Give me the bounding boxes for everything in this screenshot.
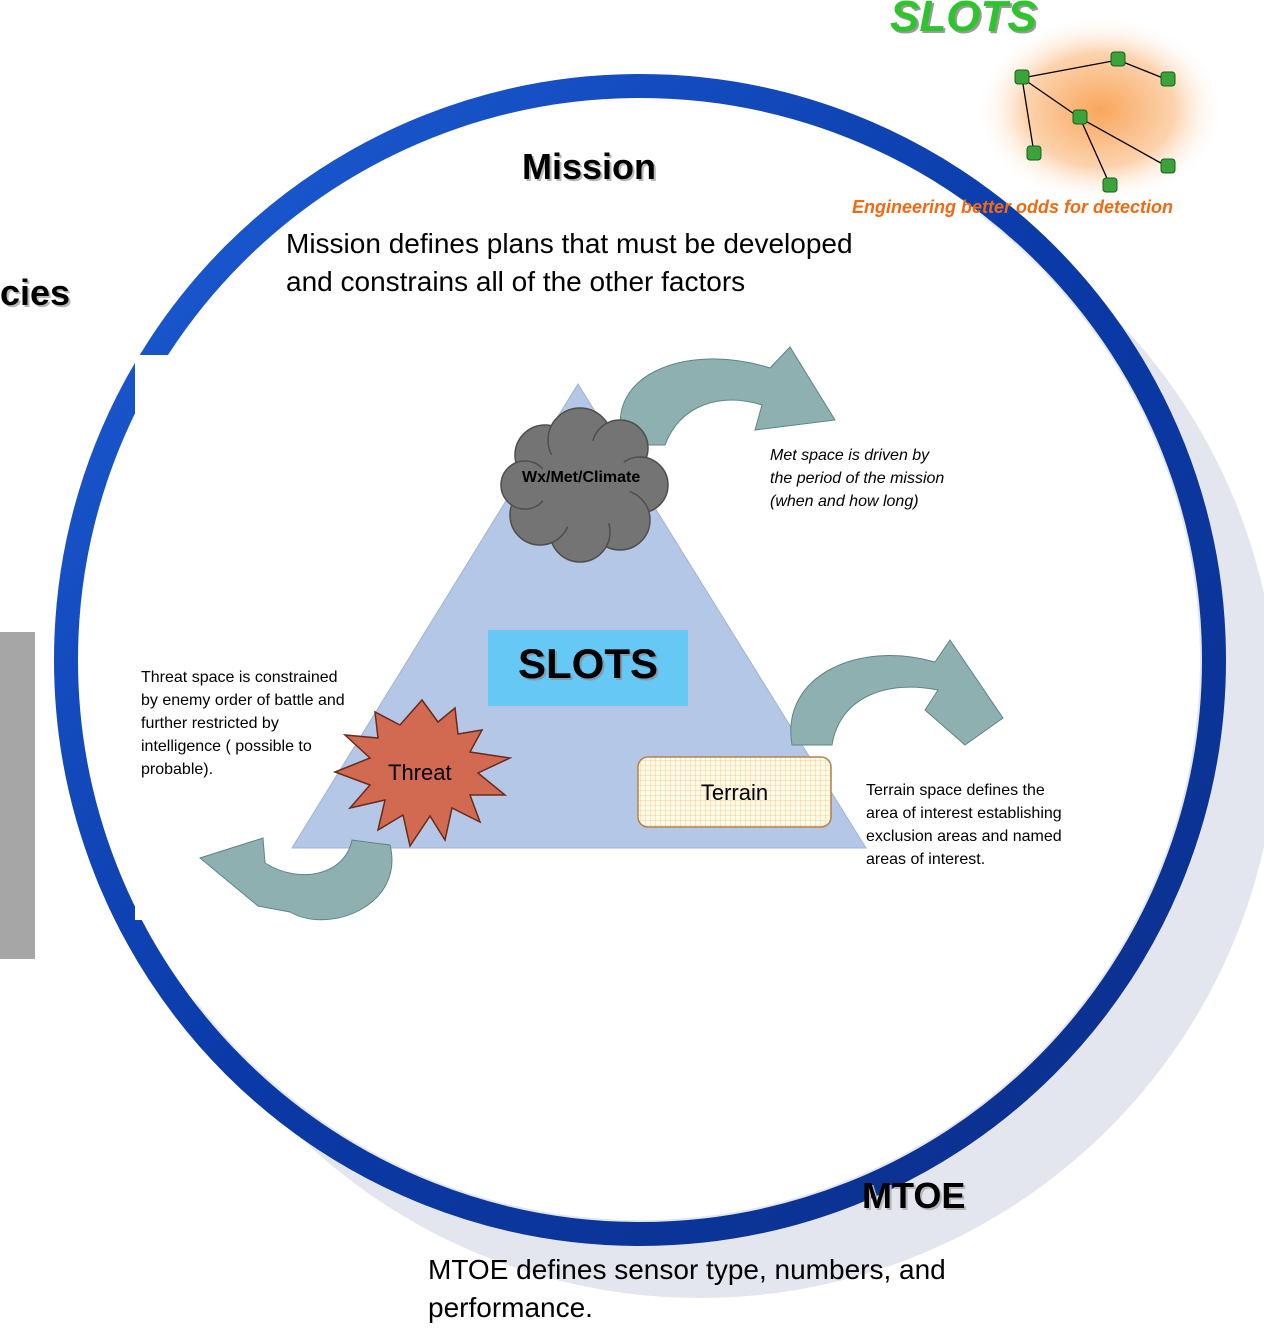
- mission-ring: [54, 74, 1226, 1246]
- left-fragment-text: cies: [0, 272, 71, 313]
- mtoe-description: MTOE defines sensor type, numbers, and p…: [428, 1254, 946, 1323]
- threat-arrow: [198, 837, 393, 921]
- weather-note: Met space is driven by the period of the…: [770, 447, 945, 510]
- threat-label: Threat: [388, 760, 452, 785]
- terrain-note: Terrain space defines the area of intere…: [866, 782, 1062, 868]
- threat-note: Threat space is constrained by enemy ord…: [141, 669, 345, 778]
- corner-title: SLOTS: [890, 0, 1037, 41]
- mission-description-line1: Mission defines plans that must be devel…: [286, 228, 853, 259]
- terrain-box: [637, 756, 832, 828]
- corner-subtitle: Engineering better odds for detection: [852, 197, 1174, 217]
- sensor-node-icons: [1014, 51, 1176, 193]
- weather-arrow: [619, 346, 836, 446]
- slots-center-box: [488, 630, 688, 706]
- terrain-arrow: [790, 639, 1004, 746]
- sensor-network-icon: [1021, 59, 1169, 186]
- center-label: SLOTS: [517, 640, 658, 687]
- mission-heading: Mission: [522, 146, 657, 187]
- weather-label: Wx/Met/Climate: [522, 469, 641, 486]
- weather-cloud-icon: [500, 407, 669, 563]
- corner-glow: [975, 15, 1225, 205]
- mtoe-heading: MTOE: [862, 1175, 966, 1216]
- terrain-label: Terrain: [700, 780, 769, 805]
- left-grey-bar: [0, 632, 35, 959]
- threat-star-icon: [332, 698, 513, 848]
- mission-description-line2: and constrains all of the other factors: [286, 266, 746, 297]
